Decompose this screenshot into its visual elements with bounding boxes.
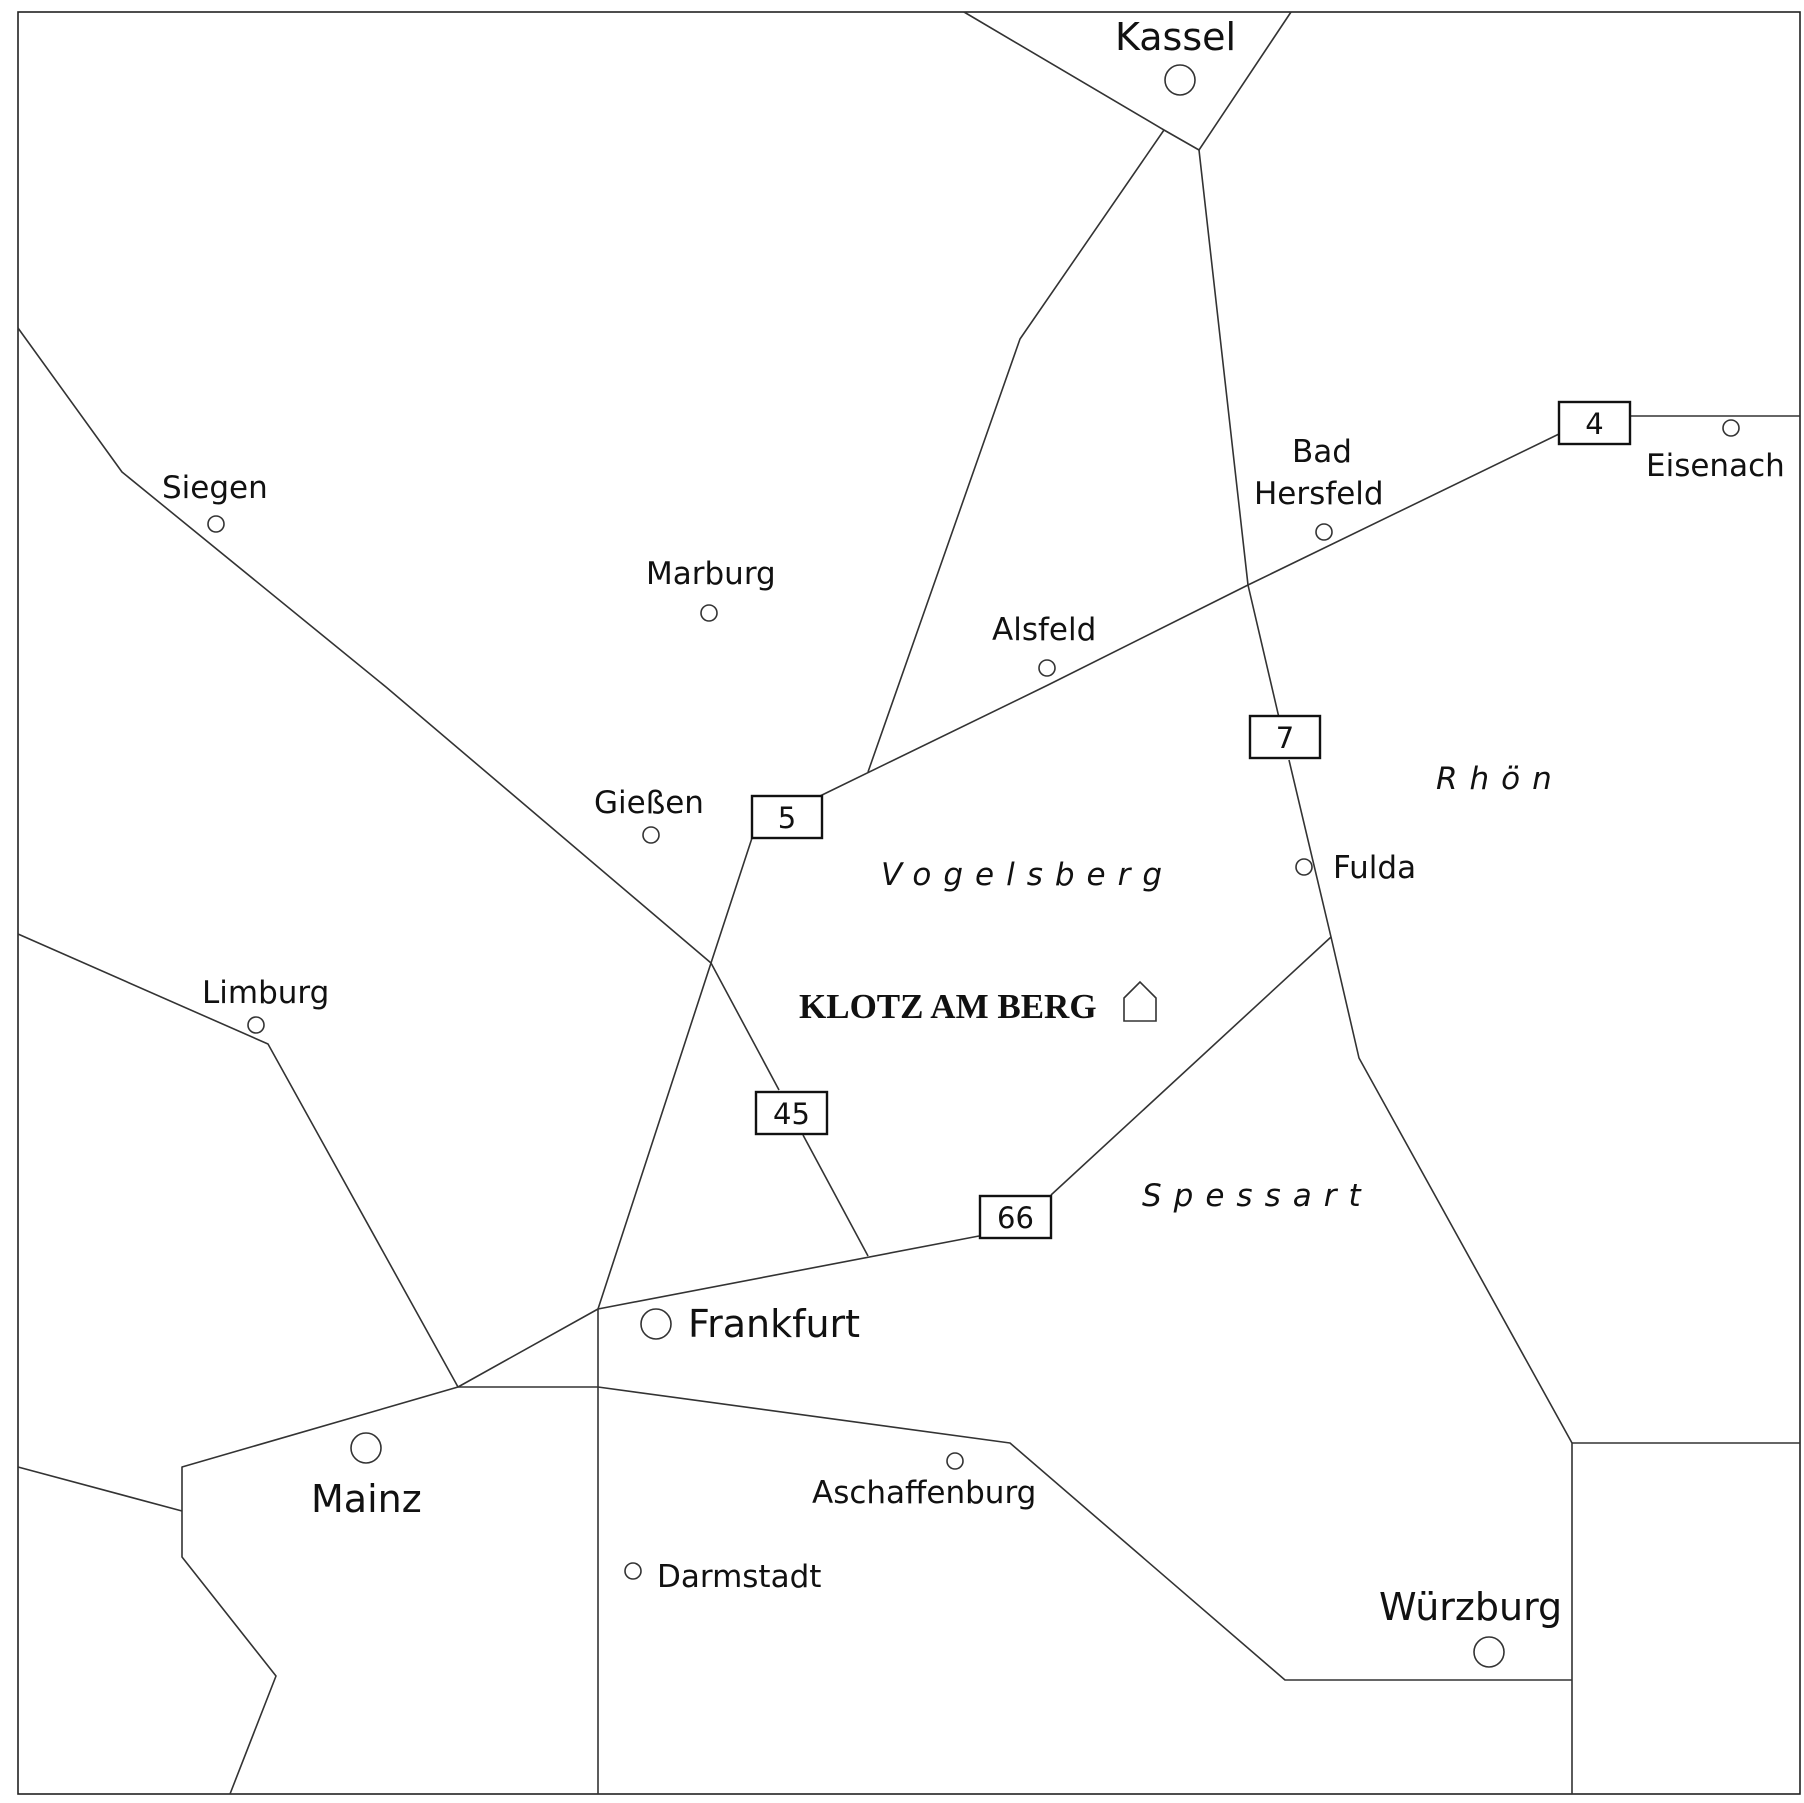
road-a7-north — [1198, 149, 1281, 723]
region-labels: Rhön Vogelsberg Spessart — [881, 761, 1564, 1214]
city-marker-wuerzburg[interactable] — [1473, 1636, 1505, 1668]
road-a66-east — [1050, 936, 1332, 1196]
city-marker-bad-hersfeld[interactable] — [1315, 523, 1333, 541]
motorway-shields: 4 5 7 45 66 — [750, 400, 1632, 1240]
road-a7-south — [1288, 759, 1573, 1794]
road-a4 — [819, 433, 1560, 797]
city-marker-fulda[interactable] — [1295, 858, 1313, 876]
city-label-giessen: Gießen — [594, 785, 704, 821]
road-a45-south — [802, 1134, 869, 1257]
destination-marker[interactable]: KLOTZ AM BERG — [799, 980, 1157, 1026]
city-label-aschaffenburg: Aschaffenburg — [812, 1475, 1036, 1511]
map-frame — [17, 11, 1801, 1795]
shield-label-a5: 5 — [778, 801, 796, 835]
city-marker-aschaffenburg[interactable] — [946, 1452, 964, 1470]
region-label-rhoen: Rhön — [1436, 761, 1564, 797]
house-icon — [1123, 980, 1157, 1022]
city-marker-alsfeld[interactable] — [1038, 659, 1056, 677]
city-label-darmstadt: Darmstadt — [657, 1559, 821, 1595]
city-marker-eisenach[interactable] — [1722, 419, 1740, 437]
motorway-shield-a5[interactable]: 5 — [750, 794, 824, 840]
city-label-frankfurt: Frankfurt — [688, 1302, 860, 1346]
city-marker-marburg[interactable] — [700, 604, 718, 622]
motorway-shield-a45[interactable]: 45 — [754, 1090, 829, 1136]
city-marker-frankfurt[interactable] — [640, 1308, 672, 1340]
motorway-shield-a66[interactable]: 66 — [978, 1194, 1053, 1240]
road-network — [17, 11, 1800, 1795]
city-label-marburg: Marburg — [646, 556, 776, 592]
road-a44-kassel — [963, 11, 1292, 151]
road-a5-south — [597, 837, 753, 1310]
shield-label-a45: 45 — [773, 1097, 810, 1131]
city-marker-darmstadt[interactable] — [624, 1562, 642, 1580]
destination-label: KLOTZ AM BERG — [799, 987, 1097, 1026]
city-marker-giessen[interactable] — [642, 826, 660, 844]
city-label-alsfeld: Alsfeld — [992, 612, 1096, 648]
city-labels: Kassel Frankfurt Mainz Würzburg Siegen M… — [162, 15, 1785, 1629]
city-markers — [207, 64, 1740, 1668]
region-label-vogelsberg: Vogelsberg — [881, 857, 1174, 893]
city-label-mainz: Mainz — [311, 1477, 422, 1521]
city-label-limburg: Limburg — [202, 975, 329, 1011]
city-label-hersfeld: Hersfeld — [1254, 476, 1384, 512]
road-a3-limburg — [17, 933, 459, 1388]
city-label-kassel: Kassel — [1115, 15, 1236, 59]
road-a66-west — [597, 1235, 980, 1310]
shield-label-a4: 4 — [1585, 407, 1603, 441]
city-label-eisenach: Eisenach — [1646, 448, 1785, 484]
road-mainz-frankfurt — [181, 1308, 599, 1795]
city-label-bad: Bad — [1292, 434, 1352, 470]
shield-label-a66: 66 — [997, 1201, 1034, 1235]
road-a45-north — [17, 327, 780, 1091]
city-marker-kassel[interactable] — [1164, 64, 1196, 96]
city-label-fulda: Fulda — [1333, 850, 1416, 886]
road-a3-wuerzburg — [458, 1386, 1572, 1681]
city-label-wuerzburg: Würzburg — [1379, 1585, 1562, 1629]
shield-label-a7: 7 — [1276, 721, 1294, 755]
region-label-spessart: Spessart — [1142, 1178, 1373, 1214]
road-a49-kassel-giessen — [867, 129, 1165, 773]
city-marker-siegen[interactable] — [207, 515, 225, 533]
city-marker-mainz[interactable] — [350, 1432, 382, 1464]
motorway-shield-a7[interactable]: 7 — [1248, 714, 1322, 760]
city-marker-limburg[interactable] — [247, 1016, 265, 1034]
motorway-shield-a4[interactable]: 4 — [1557, 400, 1632, 446]
road-west-spur — [17, 1466, 183, 1512]
city-label-siegen: Siegen — [162, 470, 268, 506]
